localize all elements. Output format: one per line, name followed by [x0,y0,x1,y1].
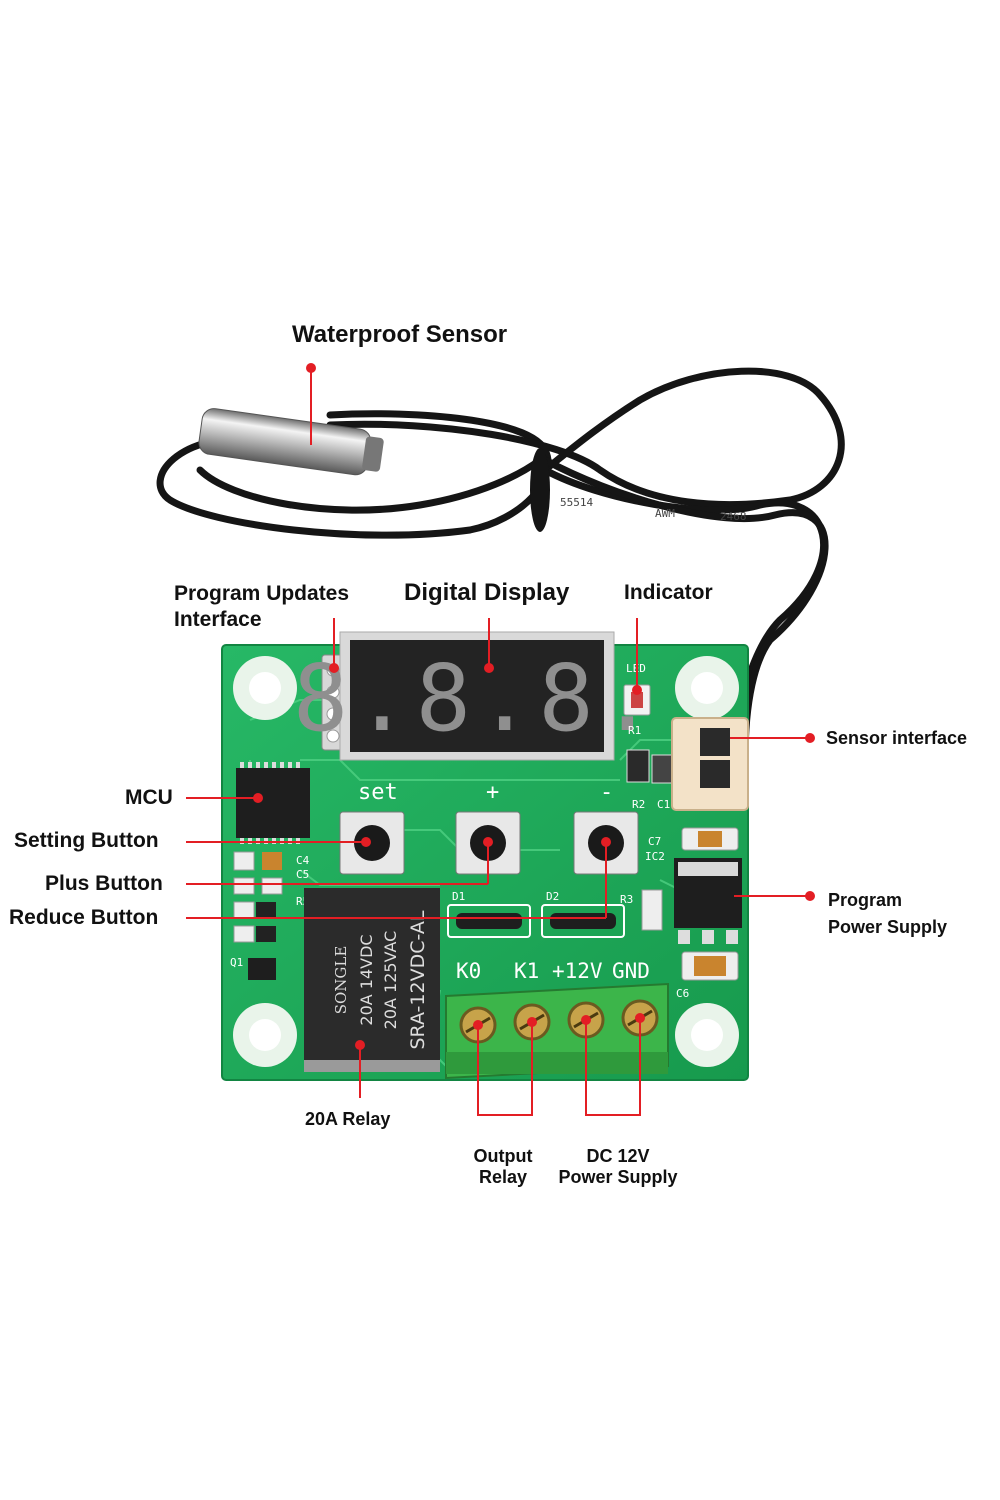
callout-lines [186,368,810,1116]
program-update-pads [321,654,345,751]
display-digits: 8.8.8. [293,645,661,752]
terminal-gnd: GND [612,959,650,983]
label-setting-button: Setting Button [14,829,159,852]
terminal-k1: K1 [514,959,539,983]
pcb-board: 8.8.8. LED R1 R2 C1 set [221,631,749,1081]
silk-d1: D1 [452,890,465,903]
label-program-updates-line2: Interface [174,608,262,631]
digital-display: 8.8.8. [293,631,661,761]
cable-tie [530,448,550,532]
terminal-12v: +12V [552,959,603,983]
label-20a-relay: 20A Relay [305,1109,391,1129]
label-waterproof-sensor: Waterproof Sensor [292,321,508,348]
mcu-chip [236,762,310,844]
waterproof-probe [198,408,384,476]
relay-20a: SONGLE 20A 14VDC 20A 125VAC SRA-12VDC-AL [304,888,440,1072]
label-dc12v-line1: DC 12V [586,1146,650,1166]
silk-c7: C7 [648,835,661,848]
silk-r2: R2 [632,798,645,811]
relay-spec-1: 20A 14VDC [357,934,376,1025]
label-dc12v-line2: Power Supply [558,1167,678,1187]
left-smd-parts [233,851,283,980]
silk-r1: R1 [628,724,641,737]
silk-q1: Q1 [230,956,243,969]
label-program-power-line2: Power Supply [828,917,948,937]
label-indicator: Indicator [624,581,713,604]
label-reduce-button: Reduce Button [9,906,159,929]
relay-brand: SONGLE [332,946,350,1015]
silk-minus: - [600,780,613,805]
relay-spec-2: 20A 125VAC [381,931,400,1030]
silk-plus: + [486,780,499,805]
label-program-power-line1: Program [828,890,903,910]
label-output-relay-line1: Output [473,1146,533,1166]
label-program-updates-interface: Program Updates Interface [174,581,349,633]
right-smd-parts [674,827,742,981]
label-program-updates-line1: Program Updates [174,582,350,605]
label-output-relay-line2: Relay [478,1167,528,1187]
sensor-connector [671,717,749,811]
label-output-relay: Output Relay [460,1146,546,1188]
label-digital-display: Digital Display [404,579,570,606]
relay-model: SRA-12VDC-AL [407,910,429,1049]
label-plus-button: Plus Button [45,872,163,895]
silk-c1: C1 [657,798,670,811]
label-mcu: MCU [125,786,173,809]
silk-d2: D2 [546,890,559,903]
smd-component [651,754,673,784]
silk-set: set [358,780,398,805]
label-sensor-interface: Sensor interface [826,728,968,748]
cable-print-1: 55514 [560,496,593,509]
silk-c6: C6 [676,987,689,1000]
silk-c5: C5 [296,868,309,881]
sensor-cable [156,367,845,764]
setting-button[interactable] [339,811,405,875]
silk-led: LED [626,662,646,675]
smd-component [626,749,650,783]
label-program-power-supply: Program Power Supply [828,887,947,941]
cable-print-2: AWM [655,507,675,520]
mounting-holes [233,656,739,1067]
silk-c4: C4 [296,854,310,867]
label-dc12v-power-supply: DC 12V Power Supply [550,1146,686,1188]
silk-r3: R3 [620,893,633,906]
terminal-k0: K0 [456,959,481,983]
silk-ic2: IC2 [645,850,665,863]
led-indicator: LED R1 [623,662,651,737]
terminal-block [445,982,669,1080]
cable-print-3: 2468 [720,510,747,523]
callout-dots [253,363,815,1050]
